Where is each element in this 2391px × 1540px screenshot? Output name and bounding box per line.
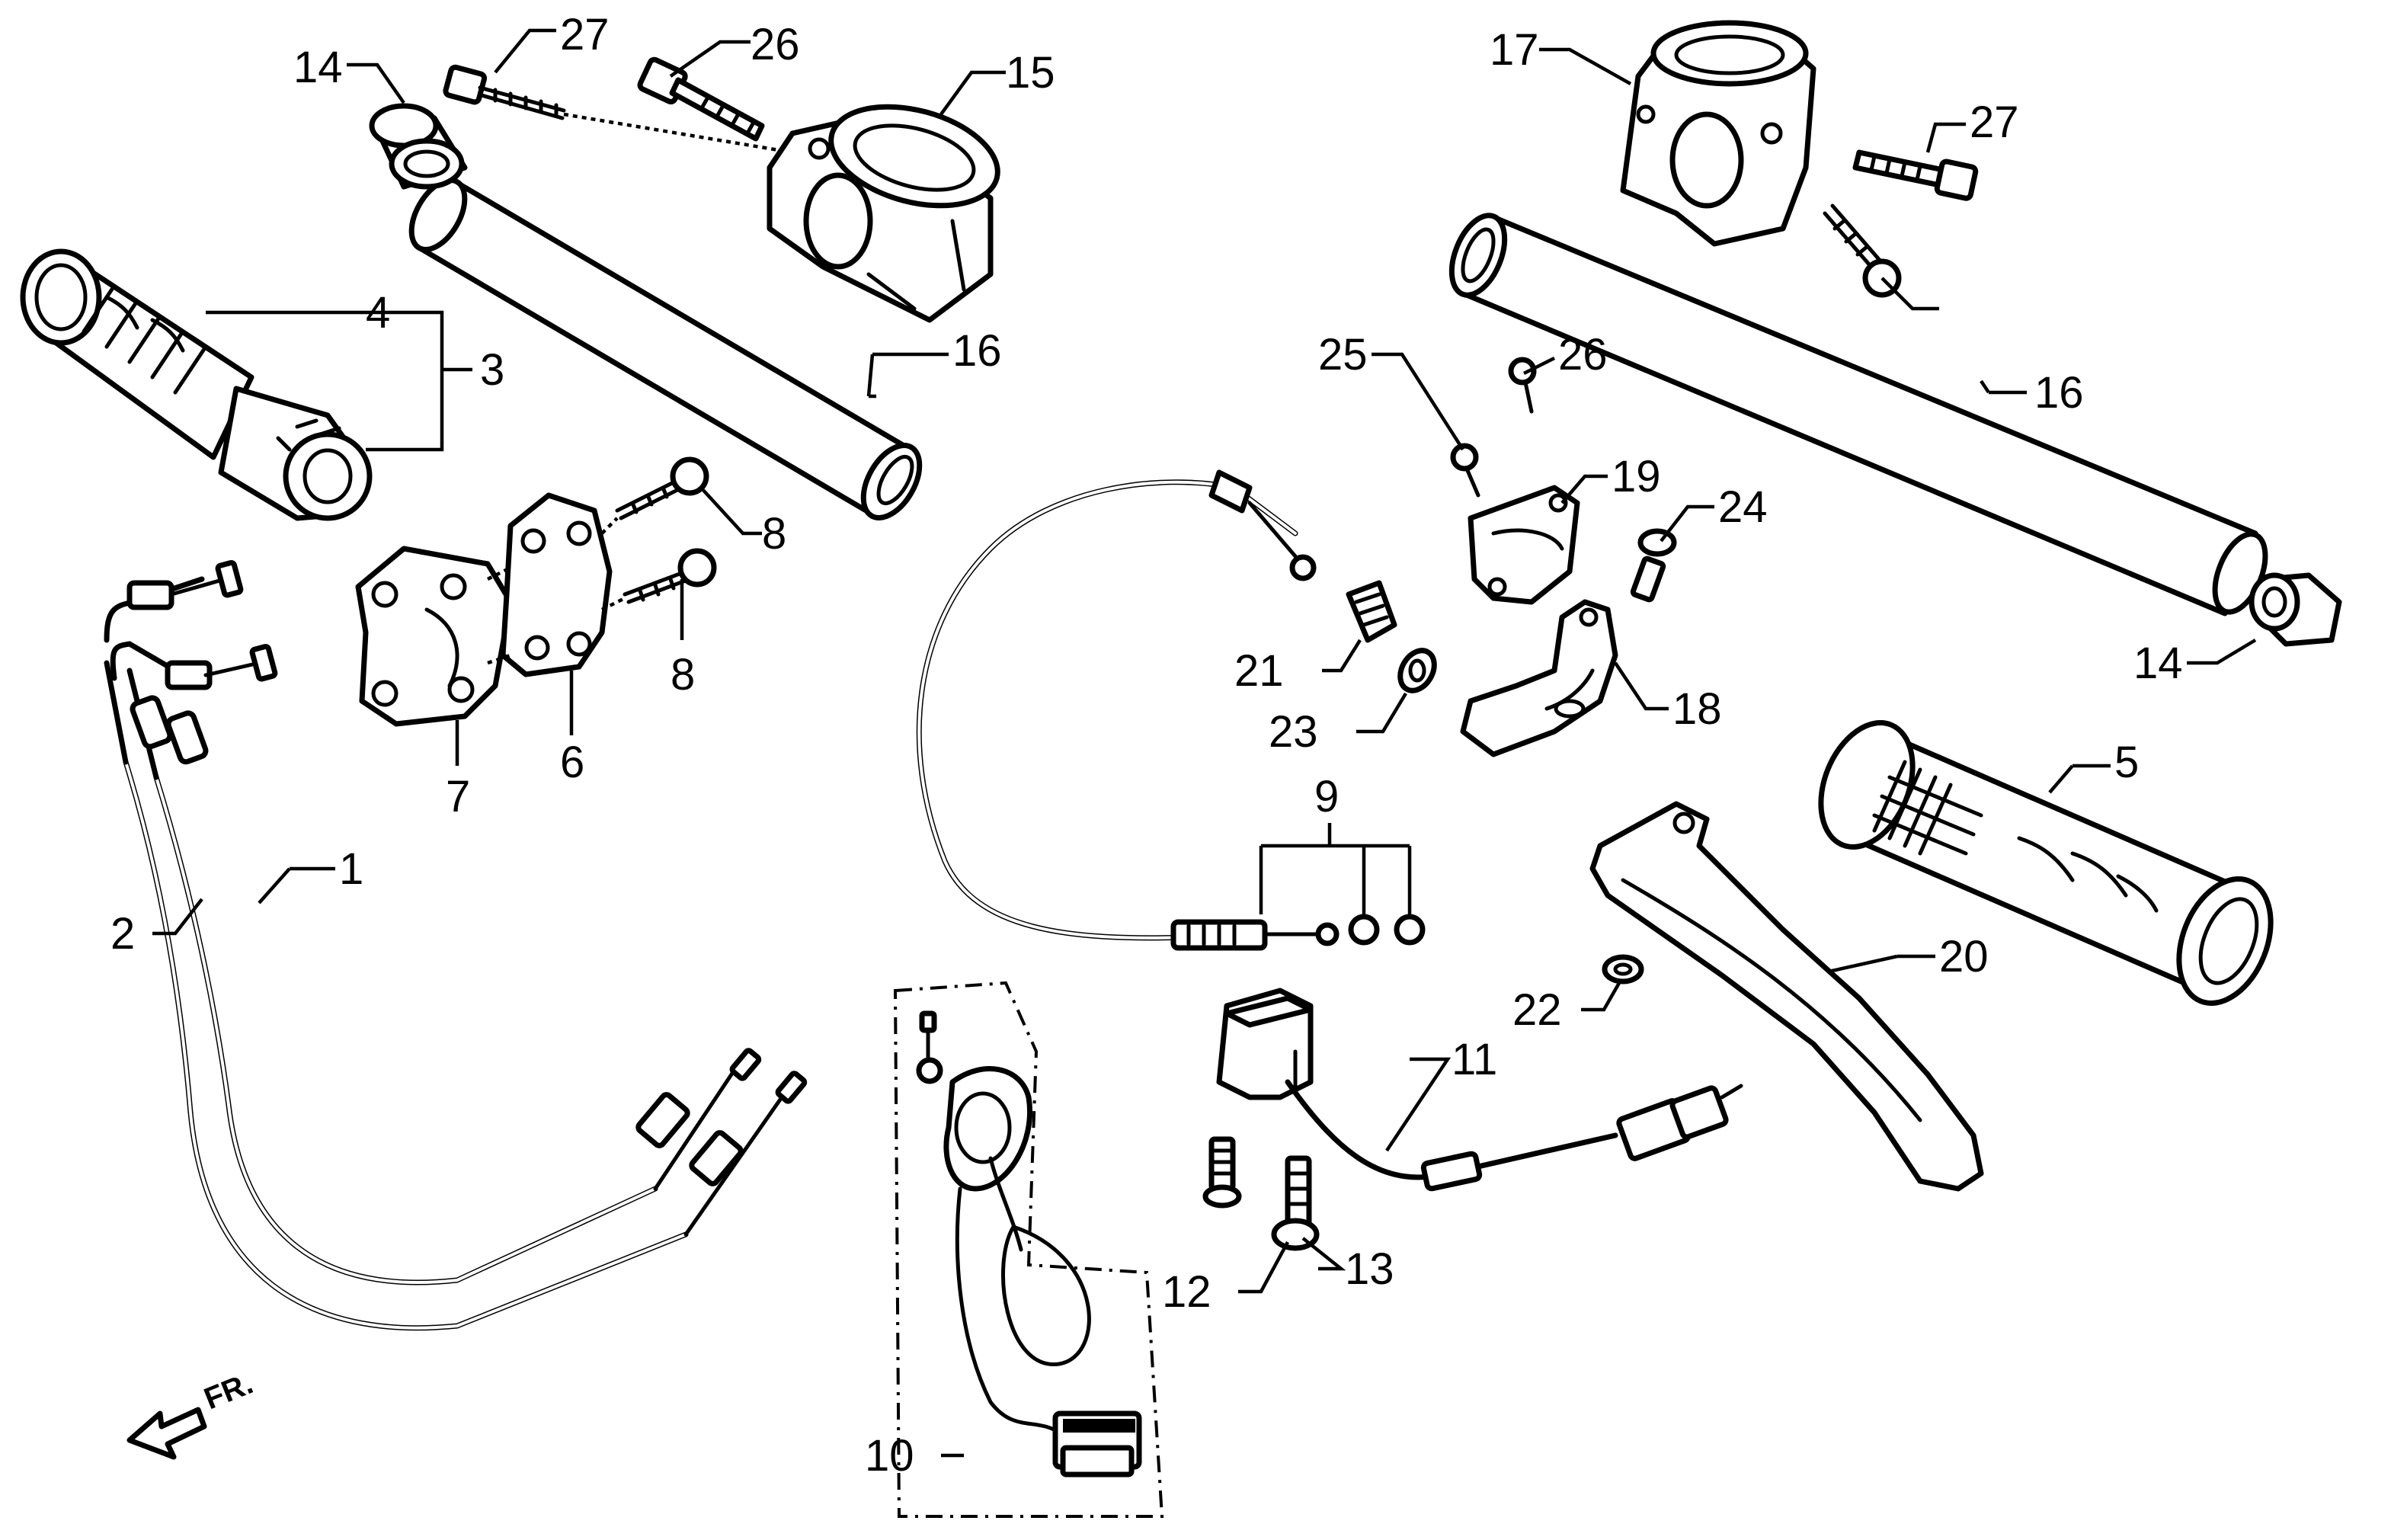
label-8-lower: 8: [671, 650, 695, 700]
leader-lines: [152, 28, 2257, 1458]
label-23: 23: [1269, 707, 1318, 757]
label-19: 19: [1612, 452, 1661, 501]
label-16-right: 16: [2034, 368, 2084, 418]
part-20-clutch-lever: [1589, 801, 1984, 1192]
label-22: 22: [1512, 985, 1562, 1035]
label-8-upper: 8: [762, 509, 786, 559]
label-20: 20: [1939, 932, 1989, 981]
part-16-left-handlebar-tube: [408, 177, 923, 520]
part-3-4-throttle-grip: [20, 248, 373, 521]
label-10: 10: [865, 1431, 914, 1481]
label-26-right: 27: [1970, 98, 2019, 147]
part-25-pivot-screw: [1630, 528, 1677, 603]
part-8-clamp-screws: [600, 456, 717, 612]
part-22-nut: [1602, 954, 1644, 985]
part-26-27-right-bolts: [1823, 149, 1979, 298]
label-1: 1: [339, 844, 363, 894]
part-1-2-throttle-cables: [104, 559, 808, 1331]
label-24-right: 26: [1558, 330, 1608, 379]
fr-label: FR.: [200, 1366, 258, 1416]
label-18: 18: [1672, 684, 1722, 734]
label-13: 13: [1345, 1244, 1394, 1294]
part-14-right-end-plug: [2249, 572, 2342, 647]
label-12: 12: [1162, 1267, 1212, 1317]
label-24-left: 25: [1318, 330, 1368, 379]
part-11-clutch-switch: [1216, 988, 1743, 1192]
label-15: 15: [1006, 48, 1055, 98]
label-7: 7: [446, 772, 470, 821]
label-14-left: 14: [293, 43, 343, 92]
part-18-lever-bracket: [1460, 599, 1618, 757]
part-21-23-adjuster: [1346, 580, 1437, 693]
part-6-upper-clamp: [486, 492, 613, 677]
part-27-left-small-bolt: [443, 64, 793, 155]
part-14-left-end-plug: [369, 103, 468, 190]
part-12-13-screws: [1202, 1136, 1320, 1251]
part-26-left-bolt: [637, 56, 765, 142]
part-5-right-grip: [1818, 720, 2274, 1006]
part-19-upper-lever-clamp: [1468, 485, 1580, 605]
label-11: 11: [1452, 1035, 1497, 1084]
label-3: 3: [480, 345, 504, 395]
label-4: 4: [366, 288, 390, 338]
label-16-left: 16: [952, 326, 1002, 376]
part-9-clutch-cable: [916, 469, 1426, 951]
part-17-right-housing: [1620, 20, 1816, 247]
label-2: 2: [110, 909, 135, 959]
label-5: 5: [2114, 738, 2139, 787]
part-15-left-throttle-housing: [767, 104, 1000, 323]
label-27-left: 27: [560, 10, 610, 59]
part-10-switch-harness: [893, 981, 1164, 1518]
label-17: 17: [1490, 25, 1539, 75]
label-9: 9: [1314, 772, 1339, 821]
callout-labels: 27 26 15 14 4 3 16 8 8 7 6 1 2 17 27 16 …: [110, 10, 2183, 1481]
label-26-left: 26: [751, 20, 800, 69]
label-14-right: 14: [2133, 639, 2183, 688]
part-7-lower-clamp: [355, 546, 514, 727]
label-21: 21: [1234, 646, 1284, 696]
part-24-small-screws: [1450, 357, 1537, 498]
label-6: 6: [560, 738, 584, 787]
front-direction-marker: FR.: [126, 1366, 258, 1460]
label-25: 24: [1718, 482, 1768, 532]
